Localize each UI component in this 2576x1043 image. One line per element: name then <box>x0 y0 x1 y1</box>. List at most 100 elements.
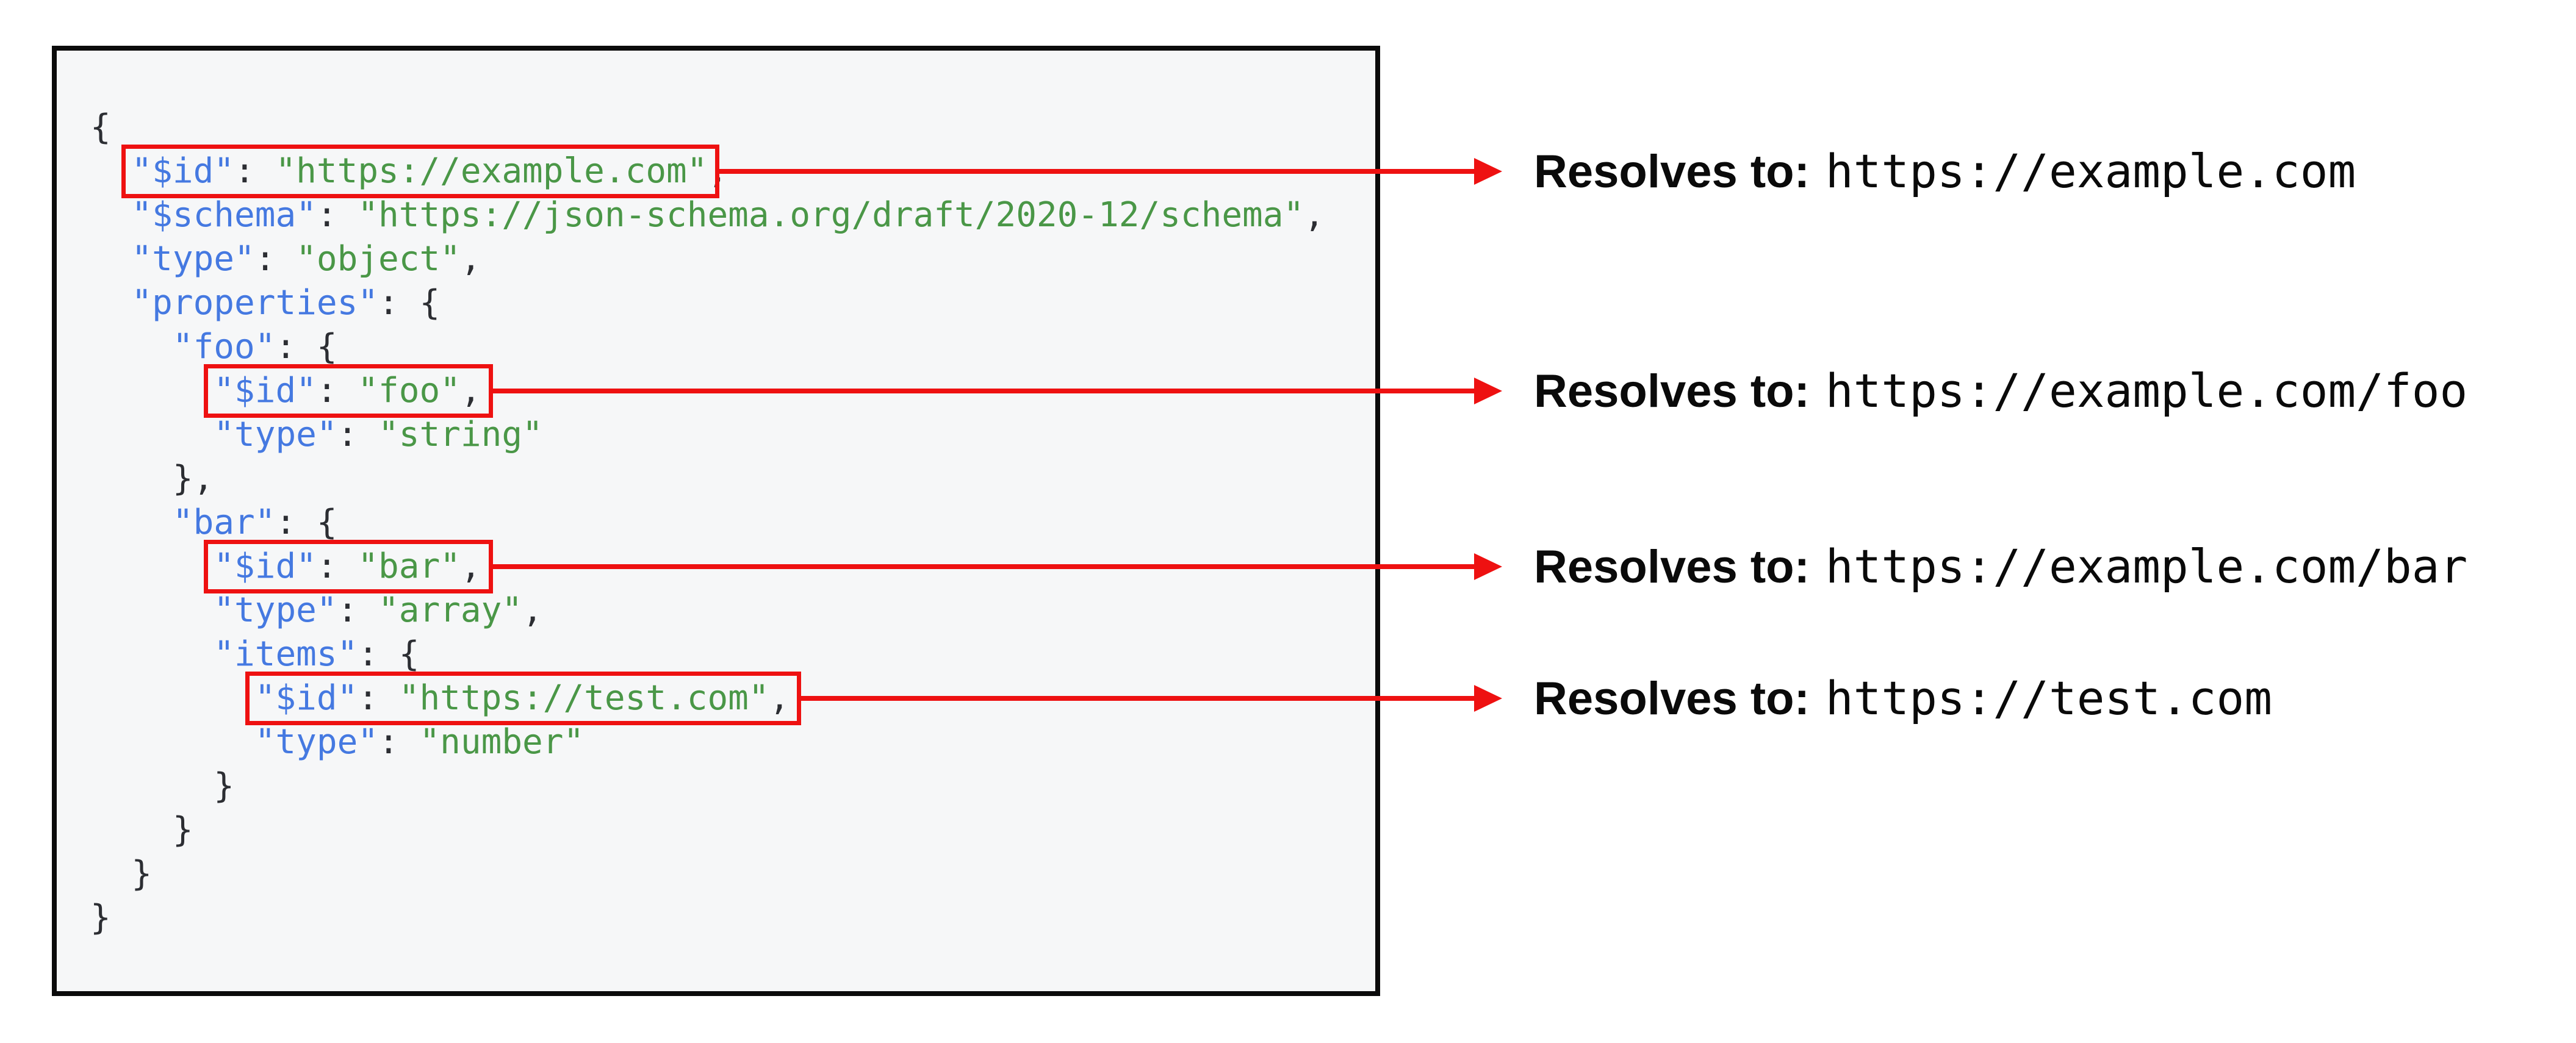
code-token-pun: }, <box>90 459 214 498</box>
code-panel <box>52 46 1380 996</box>
code-token-key: "items" <box>214 634 358 674</box>
code-token-key: "$schema" <box>131 195 317 235</box>
code-token-pun: , <box>460 239 481 279</box>
arrow-head <box>1474 158 1502 185</box>
code-line: "$id": "https://test.com", <box>90 676 1325 720</box>
code-token-pun <box>90 239 131 279</box>
code-token-pun: , <box>1304 195 1325 235</box>
code-line: } <box>90 764 1325 808</box>
code-token-pun: : <box>316 547 358 586</box>
code-token-str: "foo" <box>358 371 461 410</box>
code-token-pun: : <box>358 678 399 718</box>
code-token-key: "type" <box>214 590 337 630</box>
code-token-str: "https://test.com" <box>398 678 769 718</box>
code-token-pun <box>90 503 173 542</box>
code-line: "$schema": "https://json-schema.org/draf… <box>90 193 1325 237</box>
code-token-key: "$id" <box>214 371 317 410</box>
code-token-pun <box>90 415 214 454</box>
code-token-pun: { <box>90 107 111 147</box>
code-line: "properties": { <box>90 281 1325 325</box>
code-line: "type": "array", <box>90 589 1325 633</box>
code-token-pun <box>90 547 214 586</box>
code-line: "type": "number" <box>90 720 1325 764</box>
highlight-box <box>121 145 719 198</box>
code-line: "$id": "foo", <box>90 369 1325 413</box>
code-token-pun: } <box>90 810 193 850</box>
code-line: }, <box>90 457 1325 501</box>
code-token-pun: , <box>522 590 543 630</box>
code-token-pun <box>90 371 214 410</box>
code-token-pun: : <box>316 371 358 410</box>
code-token-str: "bar" <box>358 547 461 586</box>
resolves-to-label: Resolves to: <box>1534 146 1810 198</box>
code-token-key: "properties" <box>131 283 379 323</box>
code-line: { <box>90 106 1325 149</box>
code-token-pun: : { <box>378 283 441 323</box>
code-line: "type": "object", <box>90 237 1325 281</box>
resolved-url: https://example.com <box>1825 144 2356 198</box>
resolves-to-label: Resolves to: <box>1534 365 1810 417</box>
code-token-str: "array" <box>378 590 523 630</box>
code-token-pun <box>90 590 214 630</box>
code-token-pun: : { <box>275 503 337 542</box>
code-token-pun: : { <box>275 327 337 367</box>
code-token-pun <box>90 722 255 762</box>
code-token-key: "$id" <box>131 151 235 191</box>
code-line: } <box>90 896 1325 940</box>
highlight-box <box>204 540 494 593</box>
code-token-str: "https://example.com" <box>275 151 708 191</box>
code-line: "foo": { <box>90 325 1325 369</box>
code-token-pun: , <box>460 547 481 586</box>
code-token-pun <box>90 678 255 718</box>
code-token-key: "foo" <box>172 327 276 367</box>
code-token-key: "type" <box>214 415 337 454</box>
resolved-url: https://test.com <box>1825 671 2273 725</box>
code-line: "bar": { <box>90 501 1325 545</box>
code-token-str: "string" <box>378 415 543 454</box>
resolves-to-label: Resolves to: <box>1534 673 1810 725</box>
code-token-pun: } <box>90 766 235 806</box>
code-token-key: "bar" <box>172 503 276 542</box>
code-token-key: "type" <box>131 239 255 279</box>
code-token-key: "$id" <box>254 678 358 718</box>
annotation-row: Resolves to: https://example.com/foo <box>1534 362 2467 420</box>
annotation-row: Resolves to: https://example.com/bar <box>1534 537 2467 596</box>
resolves-to-label: Resolves to: <box>1534 541 1810 593</box>
code-token-pun: : <box>316 195 358 235</box>
code-token-pun: : <box>337 415 379 454</box>
code-block: { "$id": "https://example.com", "$schema… <box>90 106 1325 940</box>
code-token-key: "type" <box>254 722 379 762</box>
code-line: "items": { <box>90 633 1325 676</box>
code-line: "$id": "https://example.com", <box>90 149 1325 193</box>
highlight-box <box>245 672 802 725</box>
code-line: } <box>90 852 1325 896</box>
code-token-pun: : { <box>358 634 420 674</box>
code-token-pun <box>90 283 131 323</box>
code-token-str: "object" <box>296 239 461 279</box>
arrow-head <box>1474 378 1502 404</box>
code-token-pun <box>90 195 131 235</box>
code-token-pun <box>90 327 173 367</box>
code-token-pun <box>90 634 214 674</box>
code-token-pun: : <box>337 590 379 630</box>
arrow-head <box>1474 553 1502 580</box>
annotation-row: Resolves to: https://example.com <box>1534 142 2356 201</box>
code-line: "type": "string" <box>90 413 1325 457</box>
code-token-pun: : <box>234 151 276 191</box>
resolved-url: https://example.com/foo <box>1825 364 2468 418</box>
code-token-pun: } <box>90 854 153 894</box>
code-token-pun: , <box>460 371 481 410</box>
resolved-url: https://example.com/bar <box>1825 539 2468 593</box>
code-line: } <box>90 808 1325 852</box>
annotation-row: Resolves to: https://test.com <box>1534 669 2272 728</box>
code-token-pun: } <box>90 898 111 937</box>
code-token-str: "https://json-schema.org/draft/2020-12/s… <box>358 195 1304 235</box>
code-token-pun: , <box>769 678 790 718</box>
code-token-key: "$id" <box>214 547 317 586</box>
code-token-pun: : <box>378 722 420 762</box>
code-token-pun: : <box>254 239 297 279</box>
arrow-head <box>1474 685 1502 712</box>
code-token-str: "number" <box>419 722 585 762</box>
highlight-box <box>204 364 494 418</box>
